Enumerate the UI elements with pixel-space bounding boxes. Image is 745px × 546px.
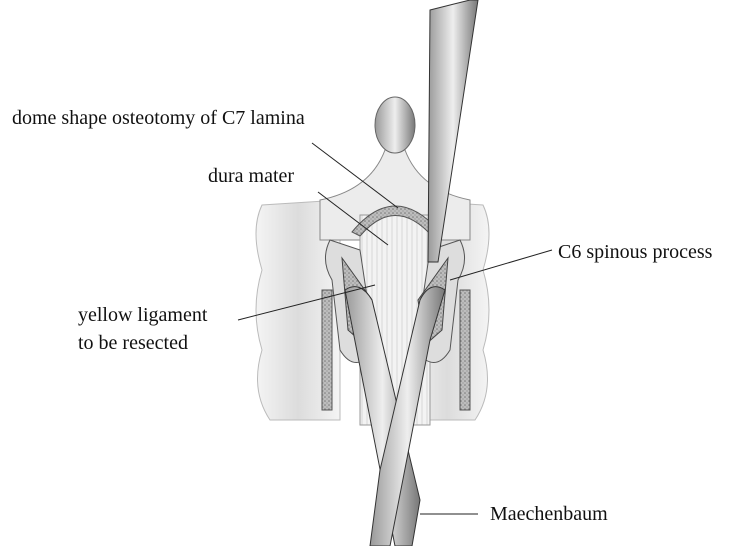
label-yellow-ligament: yellow ligament — [78, 304, 208, 326]
label-c6-spinous-process: C6 spinous process — [558, 241, 713, 263]
maechenbaum-scissors — [344, 286, 446, 546]
label-maechenbaum: Maechenbaum — [490, 503, 608, 525]
dissector-instrument — [427, 0, 479, 263]
label-osteotomy: dome shape osteotomy of C7 lamina — [12, 107, 305, 129]
label-to-be-resected: to be resected — [78, 332, 188, 354]
leader-lines — [237, 142, 553, 515]
label-dura-mater: dura mater — [208, 165, 295, 187]
